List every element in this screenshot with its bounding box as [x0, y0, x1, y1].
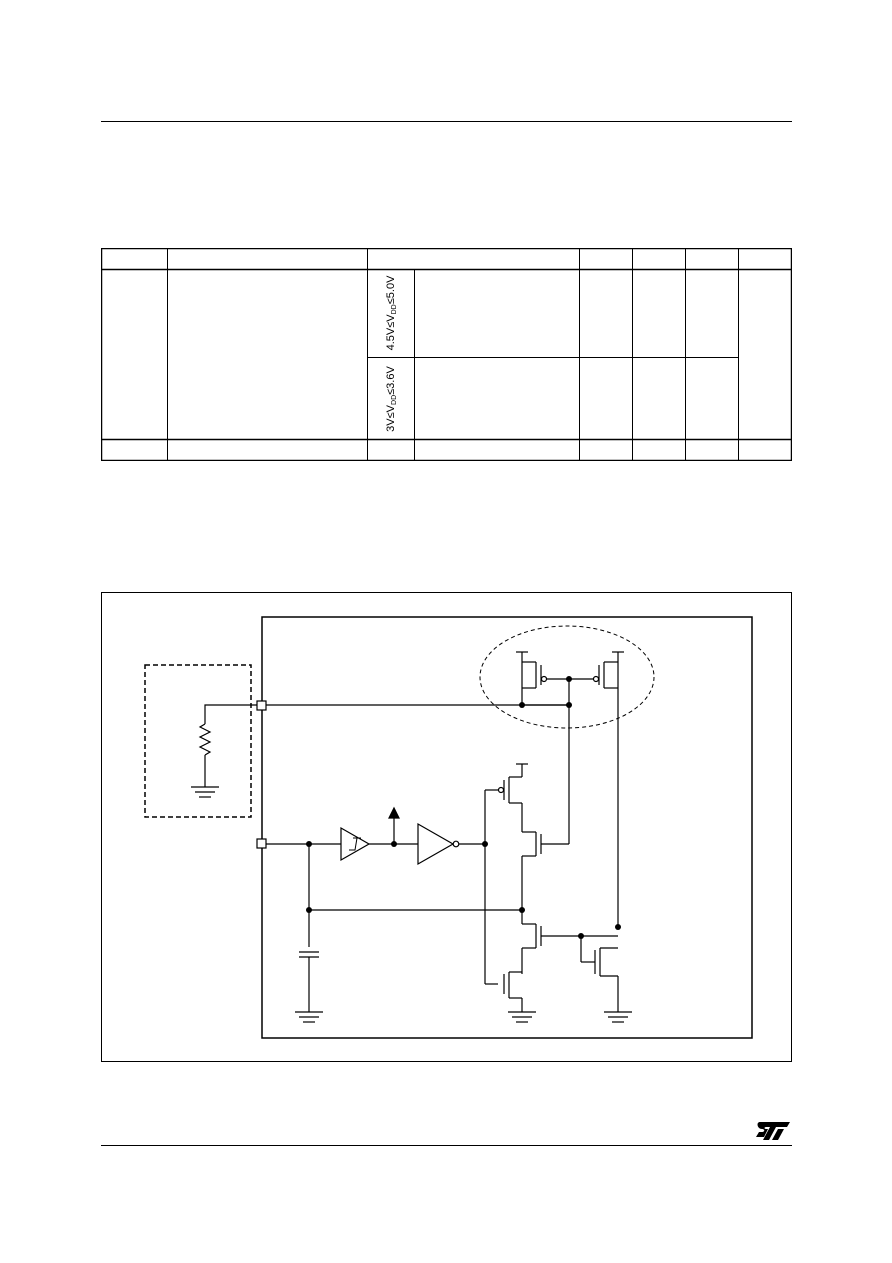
footer-rule — [101, 1145, 792, 1146]
pin-top — [256, 700, 267, 711]
schematic-drawing — [101, 592, 792, 1062]
external-components-box — [144, 664, 252, 818]
st-logo-icon — [754, 1120, 792, 1142]
spec-table-grid — [101, 248, 792, 461]
pin-reset — [256, 838, 267, 849]
header-rule — [101, 121, 792, 122]
condition-label-2: 3V≤VDD≤3.6V — [385, 366, 398, 432]
figure-frame — [101, 592, 792, 1062]
junction-dots — [306, 676, 621, 939]
pullup-highlight-ellipse — [479, 625, 655, 729]
resistor-symbol — [198, 723, 212, 756]
device-boundary — [261, 616, 753, 1039]
spec-table: 4.5V≤VDD≤5.0V 3V≤VDD≤3.6V — [101, 248, 792, 461]
condition-label-1: 4.5V≤VDD≤5.0V — [385, 275, 398, 351]
reset-circuit-diagram — [101, 592, 792, 1062]
inverter — [417, 822, 455, 866]
schmitt-trigger — [340, 826, 371, 862]
